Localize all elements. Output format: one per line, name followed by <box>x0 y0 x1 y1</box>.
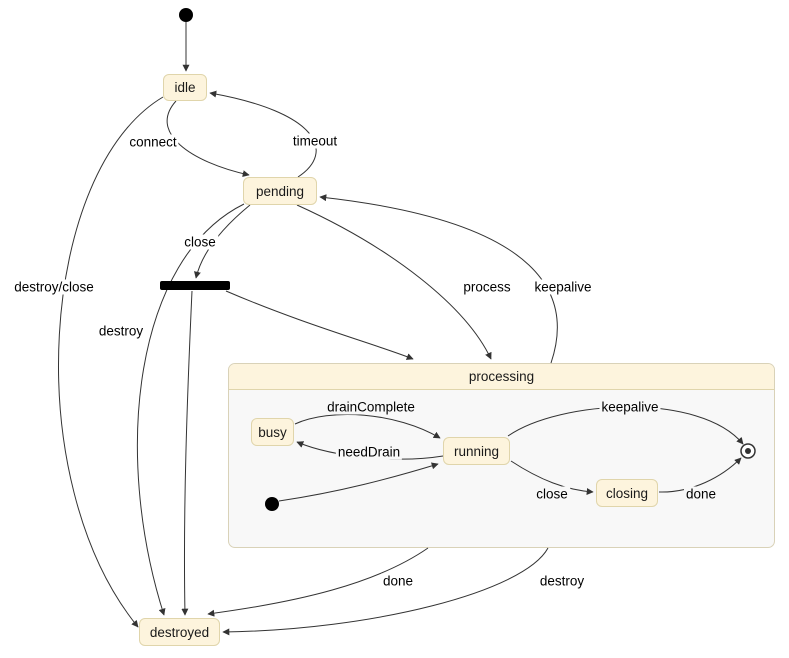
edge-fork-to-destroyed <box>181 290 193 616</box>
state-destroyed: destroyed <box>139 618 220 646</box>
state-busy: busy <box>251 418 294 446</box>
edge-label-connect: connect <box>127 134 179 150</box>
edge-label-destroy-from-pending: destroy <box>96 323 146 339</box>
edge-label-close-inner: close <box>534 486 570 502</box>
initial-state-icon <box>179 8 193 22</box>
state-pending: pending <box>243 177 317 205</box>
edge-label-destroy-outer: destroy <box>537 573 587 589</box>
edge-label-process: process <box>461 279 513 295</box>
edge-label-timeout: timeout <box>290 133 340 149</box>
edge-idle-destroyclose-destroyed <box>58 96 164 628</box>
edge-processing-keepalive-pending <box>319 194 558 364</box>
edge-label-done-inner: done <box>683 486 719 502</box>
edge-label-keepalive-outer: keepalive <box>532 279 594 295</box>
edge-label-draincomplete: drainComplete <box>325 399 417 415</box>
state-idle: idle <box>163 74 207 101</box>
edge-fork-to-processing <box>225 290 414 360</box>
edge-label-needdrain: needDrain <box>335 444 403 460</box>
edge-label-destroy-close: destroy/close <box>12 279 96 295</box>
state-closing: closing <box>596 479 658 507</box>
edge-label-keepalive-inner: keepalive <box>599 399 661 415</box>
edge-label-close: close <box>182 234 218 250</box>
edge-processing-destroy-destroyed <box>222 547 549 636</box>
fork-join-bar <box>160 281 230 290</box>
edge-label-done-outer: done <box>380 573 416 589</box>
composite-state-title: processing <box>229 364 774 390</box>
state-running: running <box>443 437 510 465</box>
edge-idle-connect-pending <box>166 100 250 178</box>
